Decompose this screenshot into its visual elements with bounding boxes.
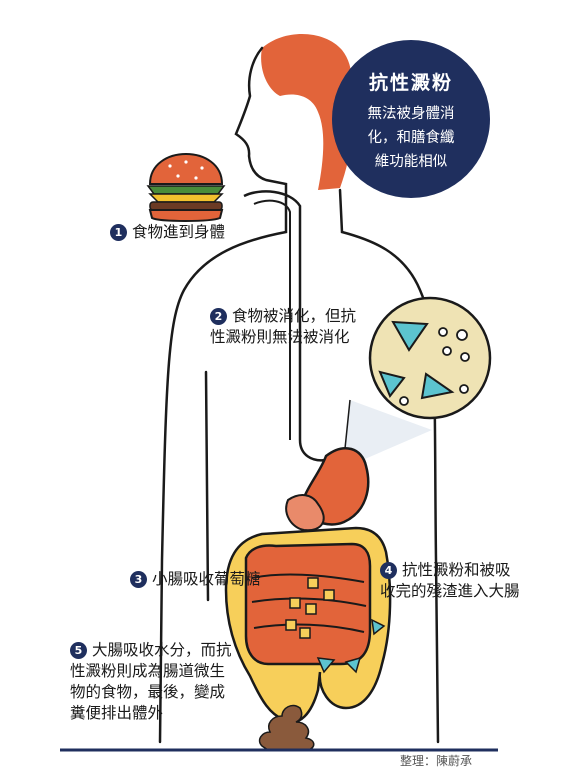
- step-4: 4 抗性澱粉和被吸 收完的殘渣進入大腸: [380, 560, 520, 602]
- arm-line: [204, 370, 210, 602]
- callout-title: 抗性澱粉: [368, 72, 453, 94]
- body-outline: [158, 196, 288, 744]
- step-text: 物的食物，最後，變成: [70, 683, 226, 701]
- resistant-starch-callout: 抗性澱粉 無法被身體消 化，和膳食纖 維功能相似: [332, 40, 490, 198]
- callout-description: 無法被身體消 化，和膳食纖 維功能相似: [354, 102, 468, 174]
- step-text: 性澱粉則成為腸道微生: [70, 662, 226, 680]
- step-number-badge: 5: [70, 642, 87, 659]
- step-number-badge: 2: [210, 308, 227, 325]
- hair: [261, 33, 352, 191]
- head-outline: [234, 46, 288, 200]
- magnifier-cone: [344, 400, 432, 468]
- step-text: 收完的殘渣進入大腸: [380, 582, 520, 600]
- hamburger-icon: [146, 152, 226, 222]
- step-1: 1 食物進到身體: [110, 222, 225, 243]
- colon-starch: [316, 618, 386, 674]
- credit-text: 整理：陳蔚承: [400, 754, 473, 768]
- glucose-granules: [285, 577, 335, 639]
- starch-granule-icon: [378, 320, 470, 406]
- step-text: 性澱粉則無法被消化: [210, 328, 350, 346]
- step-text: 食物被消化，但抗: [232, 307, 357, 325]
- step-text: 糞便排出體外: [70, 704, 164, 722]
- step-text: 大腸吸收水分，而抗: [92, 641, 232, 659]
- esophagus: [243, 190, 327, 462]
- step-3: 3 小腸吸收葡萄糖: [130, 569, 261, 590]
- step-text: 食物進到身體: [132, 223, 226, 241]
- callout-line: 化，和膳食纖: [367, 130, 455, 146]
- magnifier-circle: [368, 296, 492, 420]
- callout-line: 維功能相似: [374, 154, 448, 170]
- step-number-badge: 1: [110, 224, 127, 241]
- small-intestine-folds: [251, 573, 367, 633]
- step-number-badge: 4: [380, 562, 397, 579]
- poop-icon: [258, 704, 315, 751]
- step-text: 抗性澱粉和被吸: [402, 561, 511, 579]
- step-text: 小腸吸收葡萄糖: [152, 570, 261, 588]
- pancreas: [285, 494, 325, 532]
- step-number-badge: 3: [130, 571, 147, 588]
- step-5: 5 大腸吸收水分，而抗 性澱粉則成為腸道微生 物的食物，最後，變成 糞便排出體外: [70, 640, 232, 724]
- callout-line: 無法被身體消: [367, 106, 455, 122]
- step-2: 2 食物被消化，但抗 性澱粉則無法被消化: [210, 306, 356, 348]
- esophagus-inner: [253, 199, 291, 440]
